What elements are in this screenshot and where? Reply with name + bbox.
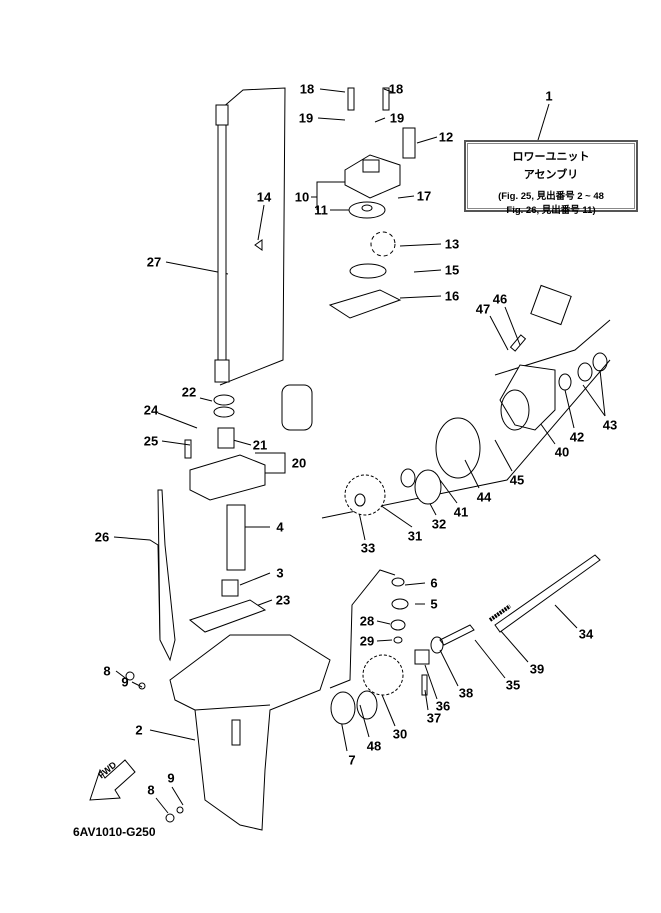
assembly-ref-line2: Fig. 26, 見出番号 11) [506, 205, 596, 216]
part-callout[interactable]: 31 [407, 528, 423, 544]
part-callout[interactable]: 11 [314, 202, 328, 218]
part-callout[interactable]: 37 [426, 710, 442, 726]
lower-casing [125, 634, 331, 831]
part-callout[interactable]: 15 [444, 262, 460, 278]
fwd-arrow-icon [89, 759, 136, 801]
part-callout[interactable]: 36 [435, 698, 451, 714]
part-callout[interactable]: 18 [299, 81, 315, 97]
part-callout[interactable]: 18 [388, 81, 404, 97]
part-callout[interactable]: 28 [359, 613, 375, 629]
part-callout[interactable]: 7 [348, 752, 356, 768]
part-callout[interactable]: 44 [476, 489, 492, 505]
assembly-ref-line1: (Fig. 25, 見出番号 2 ~ 48 [498, 191, 604, 202]
part-callout[interactable]: 40 [554, 444, 570, 460]
part-callout[interactable]: 19 [389, 110, 405, 126]
part-callout[interactable]: 14 [256, 189, 272, 205]
part-callout[interactable]: 46 [492, 291, 508, 307]
part-callout[interactable]: 26 [94, 529, 110, 545]
assembly-name-line2: アセンブリ [523, 169, 579, 181]
part-callout[interactable]: 34 [578, 626, 594, 642]
part-callout[interactable]: 23 [275, 592, 291, 608]
part-callout[interactable]: 8 [103, 663, 111, 679]
part-callout[interactable]: 39 [529, 661, 545, 677]
assembly-name-line1: ロワーユニット [512, 151, 590, 163]
part-callout[interactable]: 17 [416, 188, 432, 204]
part-callout[interactable]: 45 [509, 472, 525, 488]
part-callout[interactable]: 33 [360, 540, 376, 556]
drawing-code: 6AV1010-G250 [73, 825, 156, 839]
part-callout[interactable]: 16 [444, 288, 460, 304]
part-callout[interactable]: 35 [505, 677, 521, 693]
part-callout[interactable]: 22 [181, 384, 197, 400]
drive-shaft [214, 104, 230, 383]
assembly-note-box: ロワーユニット アセンブリ (Fig. 25, 見出番号 2 ~ 48 Fig.… [464, 140, 638, 216]
part-callout[interactable]: 2 [135, 722, 143, 738]
part-callout[interactable]: 20 [291, 455, 307, 471]
part-callout[interactable]: 4 [276, 519, 284, 535]
part-callout[interactable]: 21 [252, 437, 268, 453]
part-callout[interactable]: 48 [366, 738, 382, 754]
part-callout[interactable]: 27 [146, 254, 162, 270]
water-pump-parts [254, 87, 416, 319]
part-callout[interactable]: 19 [298, 110, 314, 126]
gear-parts [330, 417, 601, 725]
part-callout[interactable]: 1 [545, 88, 553, 104]
part-callout[interactable]: 42 [569, 429, 585, 445]
part-callout[interactable]: 24 [143, 402, 159, 418]
part-callout[interactable]: 9 [121, 674, 129, 690]
oil-seal-housing-parts [157, 384, 313, 662]
part-callout[interactable]: 3 [276, 565, 284, 581]
part-callout[interactable]: 8 [147, 782, 155, 798]
part-callout[interactable]: 25 [143, 433, 159, 449]
part-callout[interactable]: 29 [359, 633, 375, 649]
part-callout[interactable]: 47 [475, 301, 491, 317]
part-callout[interactable]: 41 [453, 504, 469, 520]
part-callout[interactable]: 30 [392, 726, 408, 742]
part-callout[interactable]: 6 [430, 575, 438, 591]
part-callout[interactable]: 10 [294, 189, 310, 205]
part-callout[interactable]: 38 [458, 685, 474, 701]
part-callout[interactable]: 5 [430, 596, 438, 612]
part-callout[interactable]: 12 [438, 129, 454, 145]
part-callout[interactable]: 13 [444, 236, 460, 252]
part-callout[interactable]: 43 [602, 417, 618, 433]
part-callout[interactable]: 9 [167, 770, 175, 786]
bearing-housing [499, 284, 608, 431]
part-callout[interactable]: 32 [431, 516, 447, 532]
